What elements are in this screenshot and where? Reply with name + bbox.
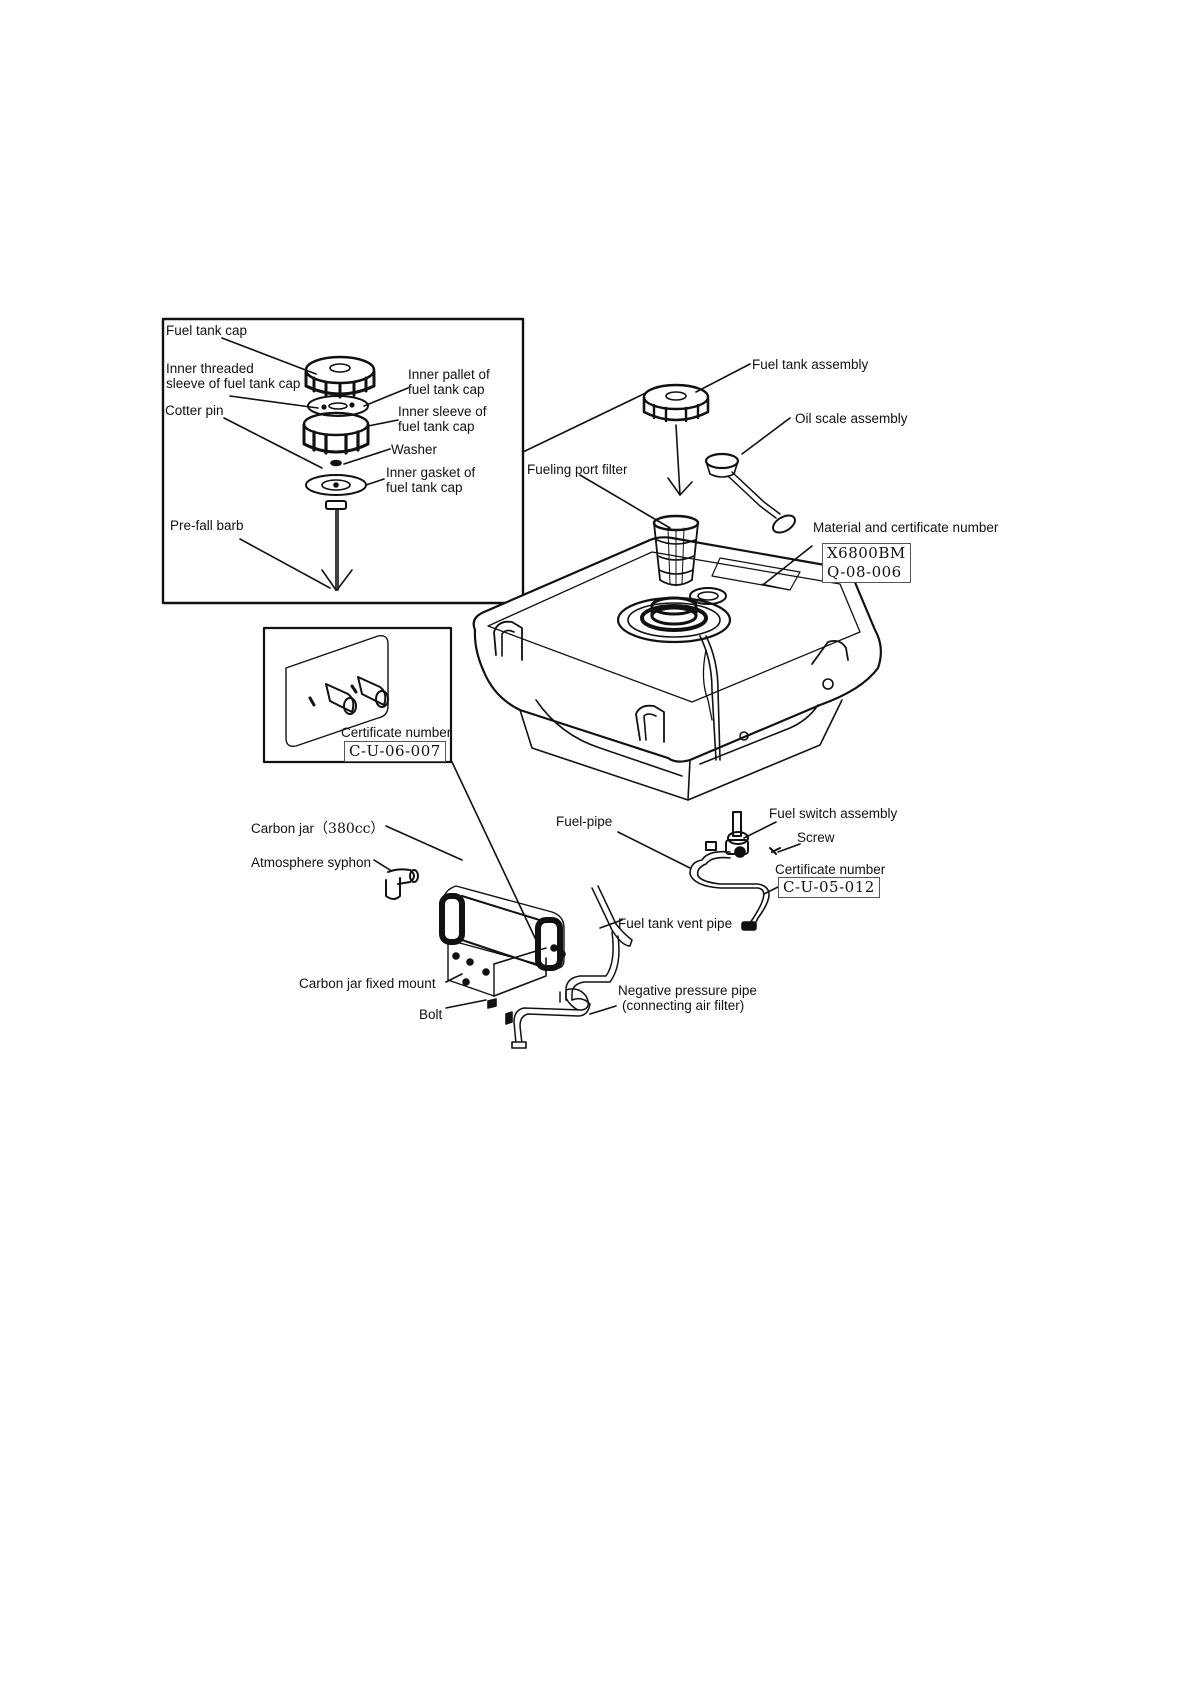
nozzle-code-box: C-U-06-007 bbox=[344, 741, 446, 762]
label-cotter-pin: Cotter pin bbox=[165, 403, 224, 418]
screw bbox=[769, 847, 781, 855]
label-inner-threaded-2: sleeve of fuel tank cap bbox=[166, 376, 301, 391]
label-inner-gasket-2: fuel tank cap bbox=[386, 480, 463, 495]
label-negative-pressure-1: Negative pressure pipe bbox=[618, 983, 757, 998]
label-fuel-tank-cap: Fuel tank cap bbox=[166, 323, 248, 338]
label-inner-pallet-1: Inner pallet of bbox=[408, 367, 490, 382]
atmosphere-syphon bbox=[385, 868, 419, 900]
label-washer: Washer bbox=[391, 442, 438, 457]
inset-inner-gasket bbox=[305, 474, 367, 496]
nozzle-plate bbox=[285, 634, 389, 748]
label-carbon-jar: Carbon jar（380cc） bbox=[251, 821, 384, 837]
fuel-switch-assembly bbox=[725, 811, 749, 858]
carbon-jar-volume: （380cc） bbox=[314, 821, 385, 837]
switch-code-box: C-U-05-012 bbox=[778, 877, 880, 898]
label-inner-sleeve-2: fuel tank cap bbox=[398, 419, 475, 434]
carbon-jar-text: Carbon jar bbox=[251, 821, 315, 836]
label-fuel-tank-assembly: Fuel tank assembly bbox=[752, 357, 869, 372]
carbon-jar bbox=[439, 885, 566, 971]
fueling-port-filter bbox=[652, 514, 700, 587]
oil-scale-assembly bbox=[704, 452, 796, 534]
label-screw: Screw bbox=[797, 830, 835, 845]
inset-fuel-tank-cap bbox=[304, 355, 376, 399]
label-oil-scale-assembly: Oil scale assembly bbox=[795, 411, 908, 426]
label-fueling-port-filter: Fueling port filter bbox=[527, 462, 628, 477]
label-inner-pallet-2: fuel tank cap bbox=[408, 382, 485, 397]
fuel-tank-vent-pipe bbox=[565, 885, 633, 1001]
fuel-tank-body bbox=[472, 536, 882, 801]
label-negative-pressure-2: (connecting air filter) bbox=[622, 998, 745, 1013]
carbon-jar-fixed-mount bbox=[447, 939, 547, 997]
pipe-clamp bbox=[705, 841, 717, 851]
label-inner-gasket-1: Inner gasket of bbox=[386, 465, 476, 480]
nozzle-pipes bbox=[308, 676, 389, 715]
inset-washer bbox=[330, 459, 342, 467]
material-code-2: Q-08-006 bbox=[827, 563, 902, 581]
label-certificate-number-nozzle: Certificate number bbox=[341, 725, 452, 740]
inset-pre-fall-barb bbox=[321, 500, 353, 591]
label-fuel-pipe: Fuel-pipe bbox=[556, 814, 613, 829]
label-material-cert: Material and certificate number bbox=[813, 520, 999, 535]
negative-pressure-pipe bbox=[511, 988, 591, 1049]
material-code-1: X6800BM bbox=[827, 544, 906, 562]
label-bolt: Bolt bbox=[419, 1007, 443, 1022]
label-inner-sleeve-1: Inner sleeve of bbox=[398, 404, 487, 419]
cap-detail-frame bbox=[161, 317, 525, 605]
nozzle-detail-frame bbox=[262, 626, 453, 764]
label-pre-fall-barb: Pre-fall barb bbox=[170, 518, 244, 533]
bolt-parts bbox=[487, 998, 513, 1025]
label-fuel-switch-assembly: Fuel switch assembly bbox=[769, 806, 898, 821]
label-fuel-tank-vent-pipe: Fuel tank vent pipe bbox=[618, 916, 733, 931]
inset-inner-sleeve bbox=[302, 411, 370, 455]
label-atmosphere-syphon: Atmosphere syphon bbox=[251, 855, 372, 870]
fuel-tank-cap-large bbox=[642, 383, 710, 496]
label-inner-threaded-1: Inner threaded bbox=[166, 361, 254, 376]
label-certificate-number-switch: Certificate number bbox=[775, 862, 886, 877]
material-code-box: X6800BM Q-08-006 bbox=[822, 543, 911, 583]
label-carbon-jar-fixed-mount: Carbon jar fixed mount bbox=[299, 976, 436, 991]
